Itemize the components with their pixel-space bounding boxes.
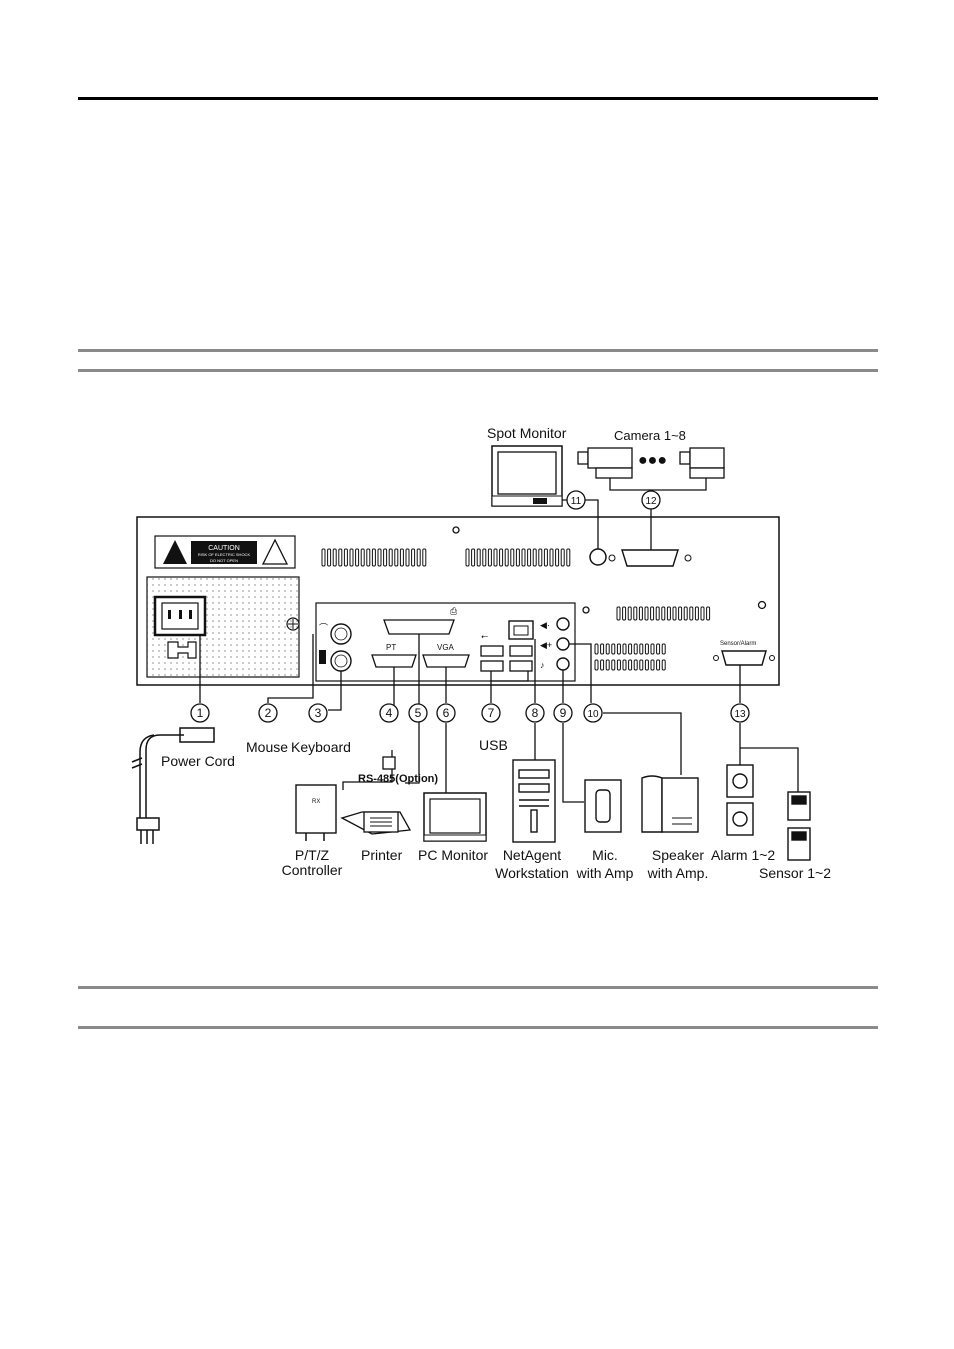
usb-icon: ⭠ xyxy=(481,631,488,641)
label-keyboard: Keyboard xyxy=(291,739,351,755)
label-power-cord: Power Cord xyxy=(161,753,235,769)
callout-number: 3 xyxy=(315,706,322,720)
caution-line-2: DO NOT OPEN xyxy=(210,558,238,563)
label-speaker-line2: with Amp. xyxy=(647,865,709,881)
label-netagent-line1: NetAgent xyxy=(503,847,561,863)
spot-monitor-port[interactable] xyxy=(590,549,606,565)
sensor-device-2 xyxy=(788,828,810,860)
audio-jacks[interactable] xyxy=(557,618,569,670)
callout-number: 9 xyxy=(560,706,567,720)
callout-number: 5 xyxy=(415,706,422,720)
callout-number: 6 xyxy=(443,706,450,720)
label-ptz-line1: P/T/Z xyxy=(295,847,330,863)
vga-port[interactable] xyxy=(423,655,469,667)
camera-label: Camera 1~8 xyxy=(614,428,686,443)
audio-out-icon: ◀+ xyxy=(540,640,552,650)
rs485-box xyxy=(383,757,395,769)
svg-text:RX: RX xyxy=(312,799,320,805)
mic-icon: ♪ xyxy=(540,660,545,670)
label-speaker-line1: Speaker xyxy=(652,847,704,863)
lan-port[interactable] xyxy=(509,621,533,639)
small-port xyxy=(319,650,326,664)
caution-label: CAUTION RISK OF ELECTRIC SHOCK DO NOT OP… xyxy=(155,536,295,568)
pc-monitor-device xyxy=(424,793,486,841)
label-mouse: Mouse xyxy=(246,739,288,755)
callout-number: 7 xyxy=(488,706,495,720)
power-cord xyxy=(132,728,214,844)
mic-device xyxy=(585,780,621,832)
label-printer: Printer xyxy=(361,847,403,863)
label-ptz-line2: Controller xyxy=(282,862,343,878)
label-mic-line2: with Amp xyxy=(576,865,634,881)
sensor-device-1 xyxy=(788,792,810,820)
label-usb: USB xyxy=(479,737,508,753)
label-rs485: RS-485(Option) xyxy=(358,773,438,785)
callout-number: 4 xyxy=(386,706,393,720)
ps2-keyboard-port[interactable] xyxy=(331,651,351,671)
alarm-device-2 xyxy=(727,803,753,835)
callout-number: 8 xyxy=(532,706,539,720)
spot-monitor-device xyxy=(492,446,562,506)
label-netagent-line2: Workstation xyxy=(495,865,569,881)
label-mic-line1: Mic. xyxy=(592,847,618,863)
workstation-device xyxy=(513,760,555,842)
mouse-icon: ⌒ xyxy=(319,623,328,633)
power-supply xyxy=(147,577,299,677)
ps2-mouse-port[interactable] xyxy=(331,624,351,644)
ptz-controller-device: RX xyxy=(296,785,336,841)
label-pc-monitor: PC Monitor xyxy=(418,847,488,863)
ellipsis-icon: ●●● xyxy=(638,452,667,469)
alarm-device-1 xyxy=(727,765,753,797)
printer-icon: ⎙ xyxy=(450,606,458,616)
spot-monitor-label: Spot Monitor xyxy=(487,425,567,441)
serial-pt-port[interactable] xyxy=(372,655,416,667)
label-alarm: Alarm 1~2 xyxy=(711,847,775,863)
port-label-pt: PT xyxy=(386,643,396,652)
label-sensor: Sensor 1~2 xyxy=(759,865,831,881)
printer-device xyxy=(342,812,410,834)
callout-number: 1 xyxy=(197,706,204,720)
port-label-sensor-alarm: Sensor/Alarm xyxy=(720,641,756,647)
callout-number: 10 xyxy=(587,709,599,720)
port-label-vga: VGA xyxy=(437,643,455,652)
speaker-device xyxy=(642,776,698,832)
audio-icon: ◀· xyxy=(540,620,550,630)
callout-number: 2 xyxy=(265,706,272,720)
callout-number: 12 xyxy=(645,496,657,507)
callout-number: 11 xyxy=(571,496,582,507)
callout-number: 13 xyxy=(734,709,746,720)
caution-title: CAUTION xyxy=(208,545,240,552)
caution-line-1: RISK OF ELECTRIC SHOCK xyxy=(198,552,251,557)
